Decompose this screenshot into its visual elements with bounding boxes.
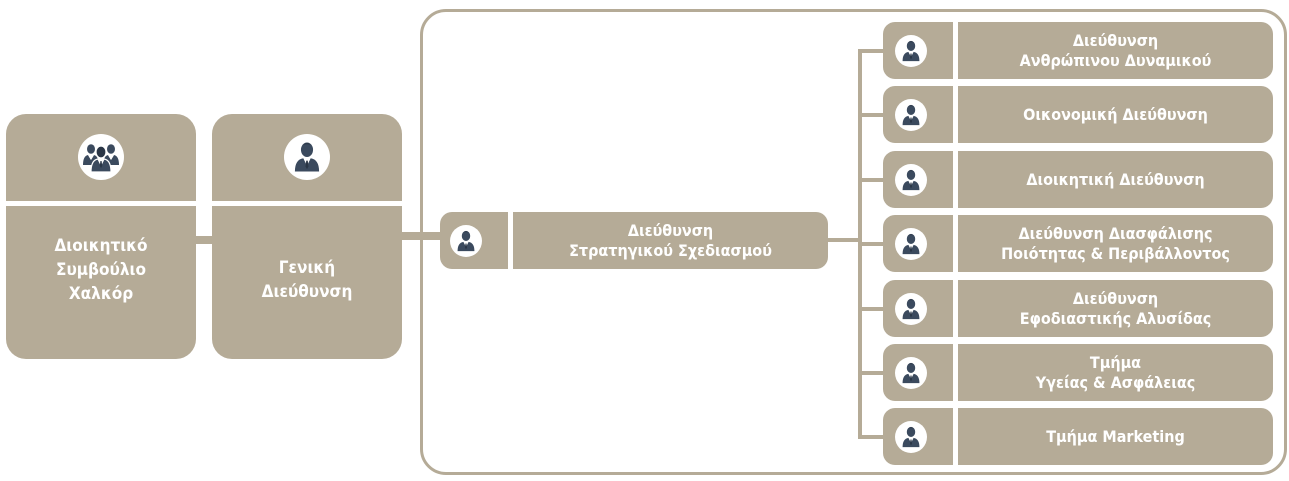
department-label: Τμήμα Marketing xyxy=(1046,426,1185,446)
person-icon xyxy=(895,227,927,260)
department-separator xyxy=(953,86,958,143)
strategic-frame xyxy=(420,9,1287,475)
department-box[interactable]: Διοικητική Διεύθυνση xyxy=(883,151,1273,208)
tree-branch xyxy=(858,178,885,182)
person-icon xyxy=(284,134,330,180)
department-separator xyxy=(953,280,958,337)
department-box[interactable]: Διεύθυνση Διασφάλισης Ποιότητας & Περιβά… xyxy=(883,215,1273,272)
strategic-separator xyxy=(508,212,513,269)
department-box[interactable]: Τμήμα Υγείας & Ασφάλειας xyxy=(883,344,1273,401)
department-separator xyxy=(953,215,958,272)
tree-branch xyxy=(858,307,885,311)
board-label: Διοικητικό Συμβούλιο Χαλκόρ xyxy=(54,236,148,304)
department-box[interactable]: Οικονομική Διεύθυνση xyxy=(883,86,1273,143)
tree-branch xyxy=(858,242,885,246)
department-label: Διεύθυνση Ανθρώπινου Δυναμικού xyxy=(1019,30,1212,70)
person-icon xyxy=(895,34,927,67)
tree-branch xyxy=(858,49,885,53)
department-box[interactable]: Διεύθυνση Εφοδιαστικής Αλυσίδας xyxy=(883,280,1273,337)
person-icon xyxy=(895,163,927,196)
department-separator xyxy=(953,22,958,79)
person-icon xyxy=(895,420,927,453)
department-separator xyxy=(953,408,958,465)
department-separator xyxy=(953,344,958,401)
person-icon xyxy=(895,356,927,389)
person-icon xyxy=(895,98,927,131)
connector-strategic-tree xyxy=(828,238,860,242)
department-label: Διεύθυνση Εφοδιαστικής Αλυσίδας xyxy=(1019,288,1212,328)
tree-branch xyxy=(858,435,885,439)
person-icon xyxy=(450,224,482,257)
tree-branch xyxy=(858,371,885,375)
tree-branch xyxy=(858,113,885,117)
general-divider xyxy=(212,201,402,206)
team-icon xyxy=(78,134,124,180)
department-label: Οικονομική Διεύθυνση xyxy=(1023,104,1208,124)
board-divider xyxy=(6,201,196,206)
general-label: Γενική Διεύθυνση xyxy=(261,258,353,302)
department-label: Διοικητική Διεύθυνση xyxy=(1026,169,1205,189)
department-box[interactable]: Διεύθυνση Ανθρώπινου Δυναμικού xyxy=(883,22,1273,79)
department-label: Τμήμα Υγείας & Ασφάλειας xyxy=(1035,352,1196,392)
department-separator xyxy=(953,151,958,208)
general-direction-box[interactable]: Γενική Διεύθυνση xyxy=(212,114,402,359)
person-icon xyxy=(895,292,927,325)
board-box[interactable]: Διοικητικό Συμβούλιο Χαλκόρ xyxy=(6,114,196,359)
department-box[interactable]: Τμήμα Marketing xyxy=(883,408,1273,465)
strategic-planning-box[interactable]: Διεύθυνση Στρατηγικού Σχεδιασμού xyxy=(440,212,828,269)
department-label: Διεύθυνση Διασφάλισης Ποιότητας & Περιβά… xyxy=(1001,223,1230,263)
connector-board-general xyxy=(190,236,220,244)
strategic-label: Διεύθυνση Στρατηγικού Σχεδιασμού xyxy=(569,220,772,260)
